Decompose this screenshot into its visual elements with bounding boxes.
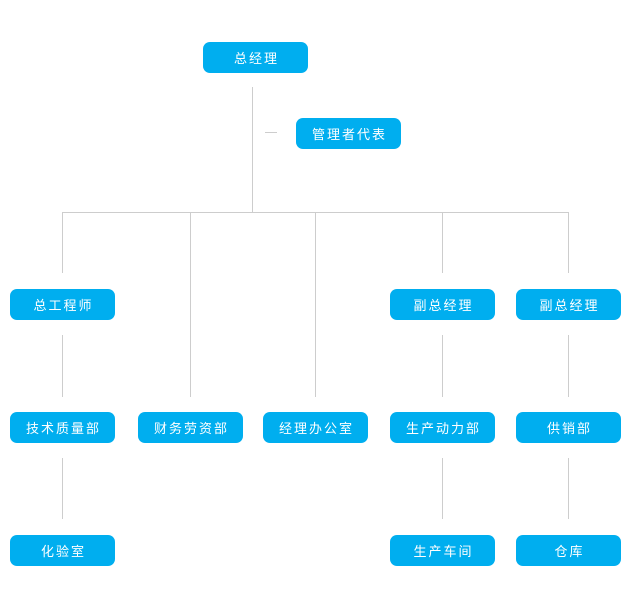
connector-production-power-workshop xyxy=(442,458,443,519)
connector-general-manager-vertical xyxy=(252,87,253,212)
node-supply-marketing-dept: 供销部 xyxy=(516,412,621,443)
node-production-workshop: 生产车间 xyxy=(390,535,495,566)
node-warehouse: 仓库 xyxy=(516,535,621,566)
node-general-manager: 总经理 xyxy=(203,42,308,73)
connector-drop-deputy-general-manager-2 xyxy=(568,213,569,273)
connector-chief-engineer-technical-quality xyxy=(62,335,63,397)
connector-technical-quality-laboratory xyxy=(62,458,63,519)
node-management-representative: 管理者代表 xyxy=(296,118,401,149)
connector-drop-deputy-general-manager-1 xyxy=(442,213,443,273)
connector-drop-manager-office xyxy=(315,213,316,397)
connector-supply-marketing-warehouse xyxy=(568,458,569,519)
connector-drop-finance-labor-dept xyxy=(190,213,191,397)
node-production-power-dept: 生产动力部 xyxy=(390,412,495,443)
node-finance-labor-dept: 财务劳资部 xyxy=(138,412,243,443)
connector-branch-horizontal xyxy=(62,212,569,213)
connector-deputy1-production-power xyxy=(442,335,443,397)
connector-drop-chief-engineer xyxy=(62,213,63,273)
node-technical-quality-dept: 技术质量部 xyxy=(10,412,115,443)
node-chief-engineer: 总工程师 xyxy=(10,289,115,320)
node-manager-office: 经理办公室 xyxy=(263,412,368,443)
node-deputy-general-manager-1: 副总经理 xyxy=(390,289,495,320)
connector-deputy2-supply-marketing xyxy=(568,335,569,397)
node-deputy-general-manager-2: 副总经理 xyxy=(516,289,621,320)
connector-management-representative-dash xyxy=(265,132,277,133)
node-laboratory: 化验室 xyxy=(10,535,115,566)
